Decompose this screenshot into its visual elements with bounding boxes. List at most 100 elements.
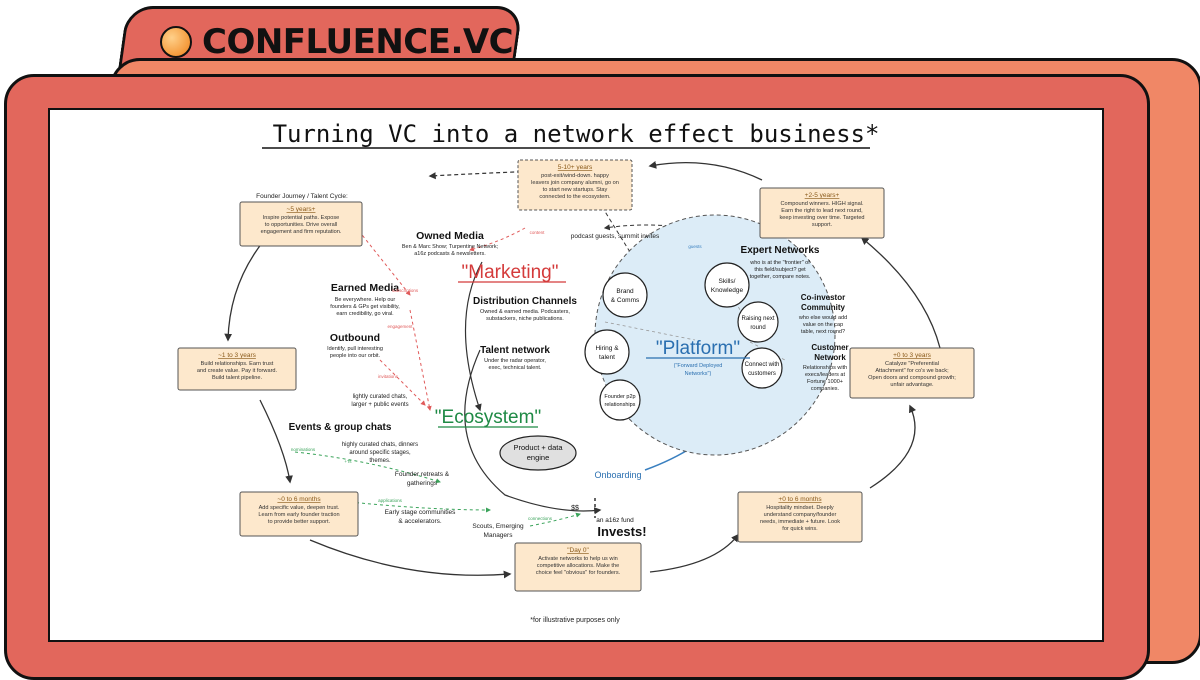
talent-network: Talent network Under the radar operator,… (480, 345, 550, 371)
stage-title: ~0 to 6 months (277, 496, 321, 503)
cycle-arrow (259, 399, 293, 484)
cycle-arrow (648, 161, 763, 181)
flow-arrow (464, 261, 483, 412)
node-skills: Skills/Knowledge (704, 262, 750, 308)
cycle-arrow (869, 404, 917, 489)
brand: CONFLUENCE.VC (160, 22, 514, 62)
expert-networks: Expert Networks who is at the "frontier"… (741, 245, 820, 280)
node-hiring-talent: Hiring &talent (584, 329, 630, 375)
invest-annotation: an a16z fund (596, 517, 634, 524)
content-arrow (469, 227, 526, 252)
cycle-arrow (309, 539, 512, 579)
stage-title: "Day 0" (567, 547, 589, 554)
svg-text:Owned & earned media. Podcaste: Owned & earned media. Podcasters,substac… (480, 309, 570, 322)
platform-heading: "Platform" (656, 338, 740, 359)
distribution-channels: Distribution Channels Owned & earned med… (473, 296, 577, 322)
cycle-arrow (649, 533, 739, 573)
stage-title: +0 to 6 months (778, 496, 822, 503)
flow-arrow (464, 349, 602, 515)
platform-circle (594, 214, 836, 456)
stage-title: ~5 years+ (287, 206, 316, 213)
podcast-annotation: podcast guests, summit invites (571, 233, 660, 240)
subscriptions-arrow (354, 225, 411, 296)
cycle-label: Founder Journey / Talent Cycle: (256, 193, 348, 200)
brand-name: CONFLUENCE.VC (202, 22, 514, 62)
svg-text:Talent network: Talent network (480, 345, 550, 356)
invitations-label: invitations (378, 374, 399, 379)
content-label: content (530, 230, 546, 235)
cycle-arrow (860, 237, 941, 349)
svg-text:Under the radar operator,exec,: Under the radar operator,exec, technical… (484, 358, 546, 371)
owned-media: Owned Media Ben & Marc Show; Turpentine … (402, 230, 499, 257)
dollars-label: $$ (571, 505, 579, 512)
footnote: *for illustrative purposes only (530, 617, 620, 624)
gradient-circle-icon (160, 26, 192, 58)
svg-text:Skills/Knowledge: Skills/Knowledge (711, 278, 744, 294)
founder-retreats: Founder retreats &gatherings (395, 471, 450, 487)
stage-body: Add specific value, deepen trust.Learn f… (258, 505, 339, 525)
stage-title: +0 to 3 years (893, 352, 932, 359)
svg-text:Earned Media: Earned Media (331, 282, 399, 294)
applications-arrow (349, 501, 491, 513)
stage-title: +2-5 years+ (805, 192, 840, 199)
stage-box-s8: +2-5 years+ Compound winners. HIGH signal… (759, 187, 885, 239)
onboarding-label: Onboarding (594, 470, 641, 480)
network-effect-diagram: Turning VC into a network effect busines… (177, 120, 975, 624)
guests-label: guests (688, 244, 702, 249)
svg-text:Ben & Marc Show; Turpentine Ne: Ben & Marc Show; Turpentine Network;a16z… (402, 244, 499, 257)
ecosystem-heading: "Ecosystem" (435, 407, 541, 428)
connections-label: connections (528, 516, 553, 521)
nominations-label: nominations (291, 447, 316, 452)
stage-title: 5-10+ years (558, 164, 593, 171)
subscriptions-label: subscriptions (392, 288, 419, 293)
svg-text:Distribution Channels: Distribution Channels (473, 296, 577, 307)
nominations-arrow (294, 451, 441, 484)
events-title: Events & group chats (289, 422, 392, 433)
stage-box-s2: ~5 years+ Inspire potential paths. Expose… (239, 201, 363, 247)
engagement-arrow (409, 309, 432, 411)
marketing-heading: "Marketing" (462, 262, 559, 283)
diagram-title: Turning VC into a network effect busines… (273, 120, 880, 148)
lightly-curated: lightly curated chats,larger + public ev… (351, 394, 408, 408)
stage-title: ~1 to 3 years (218, 352, 257, 359)
svg-text:Owned Media: Owned Media (416, 230, 484, 242)
stage-body: Compound winners. HIGH signal.Earn the r… (779, 201, 864, 228)
svg-text:Expert Networks: Expert Networks (741, 245, 820, 256)
node-brand-comms: Brand& Comms (602, 272, 648, 318)
early-stage-communities: Early stage communities& accelerators. (385, 509, 457, 525)
svg-text:Brand& Comms: Brand& Comms (611, 288, 640, 304)
rts-label: +Ts (344, 459, 352, 464)
